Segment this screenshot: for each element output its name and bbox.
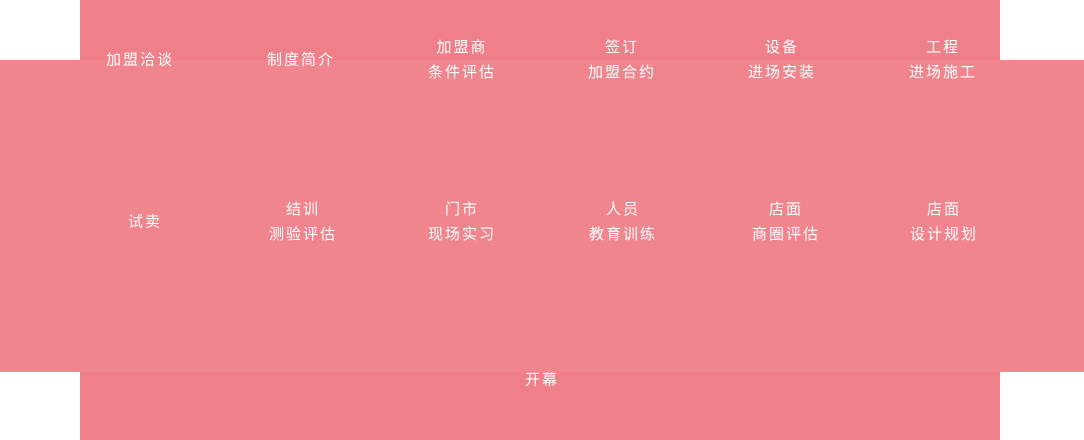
- step-label: 试卖: [127, 213, 163, 231]
- step-equipment-installation: 设备 进场安装: [748, 35, 816, 85]
- step-label: 工程: [925, 39, 961, 56]
- step-construction: 工程 进场施工: [909, 35, 977, 85]
- diagram-horizontal-band: [0, 60, 1084, 372]
- step-label: 进场安装: [747, 64, 817, 81]
- step-training-assessment: 结训 测验评估: [269, 197, 337, 247]
- step-label: 设备: [764, 39, 800, 56]
- step-location-evaluation: 店面 商圈评估: [752, 197, 820, 247]
- step-label: 加盟商: [436, 39, 488, 56]
- step-system-introduction: 制度简介: [267, 48, 335, 73]
- step-label: 加盟洽谈: [105, 51, 175, 69]
- step-franchisee-qualification: 加盟商 条件评估: [428, 35, 496, 85]
- step-label: 开幕: [524, 371, 560, 389]
- step-label: 条件评估: [427, 64, 497, 81]
- step-label: 门市: [444, 201, 480, 218]
- step-label: 制度简介: [266, 51, 336, 69]
- step-label: 人员: [605, 201, 641, 218]
- step-store-practice: 门市 现场实习: [428, 197, 496, 247]
- step-label: 进场施工: [908, 64, 978, 81]
- step-staff-training: 人员 教育训练: [589, 197, 657, 247]
- step-store-design: 店面 设计规划: [910, 197, 978, 247]
- step-label: 测验评估: [268, 226, 338, 243]
- step-label: 店面: [926, 201, 962, 218]
- step-label: 教育训练: [588, 226, 658, 243]
- step-label: 签订: [604, 39, 640, 56]
- step-label: 设计规划: [909, 226, 979, 243]
- step-franchise-consultation: 加盟洽谈: [106, 48, 174, 73]
- step-label: 现场实习: [427, 226, 497, 243]
- step-label: 店面: [768, 201, 804, 218]
- step-grand-opening: 开幕: [525, 368, 559, 393]
- step-label: 加盟合约: [587, 64, 657, 81]
- step-label: 结训: [285, 201, 321, 218]
- step-trial-sale: 试卖: [128, 210, 162, 235]
- step-label: 商圈评估: [751, 226, 821, 243]
- step-sign-contract: 签订 加盟合约: [588, 35, 656, 85]
